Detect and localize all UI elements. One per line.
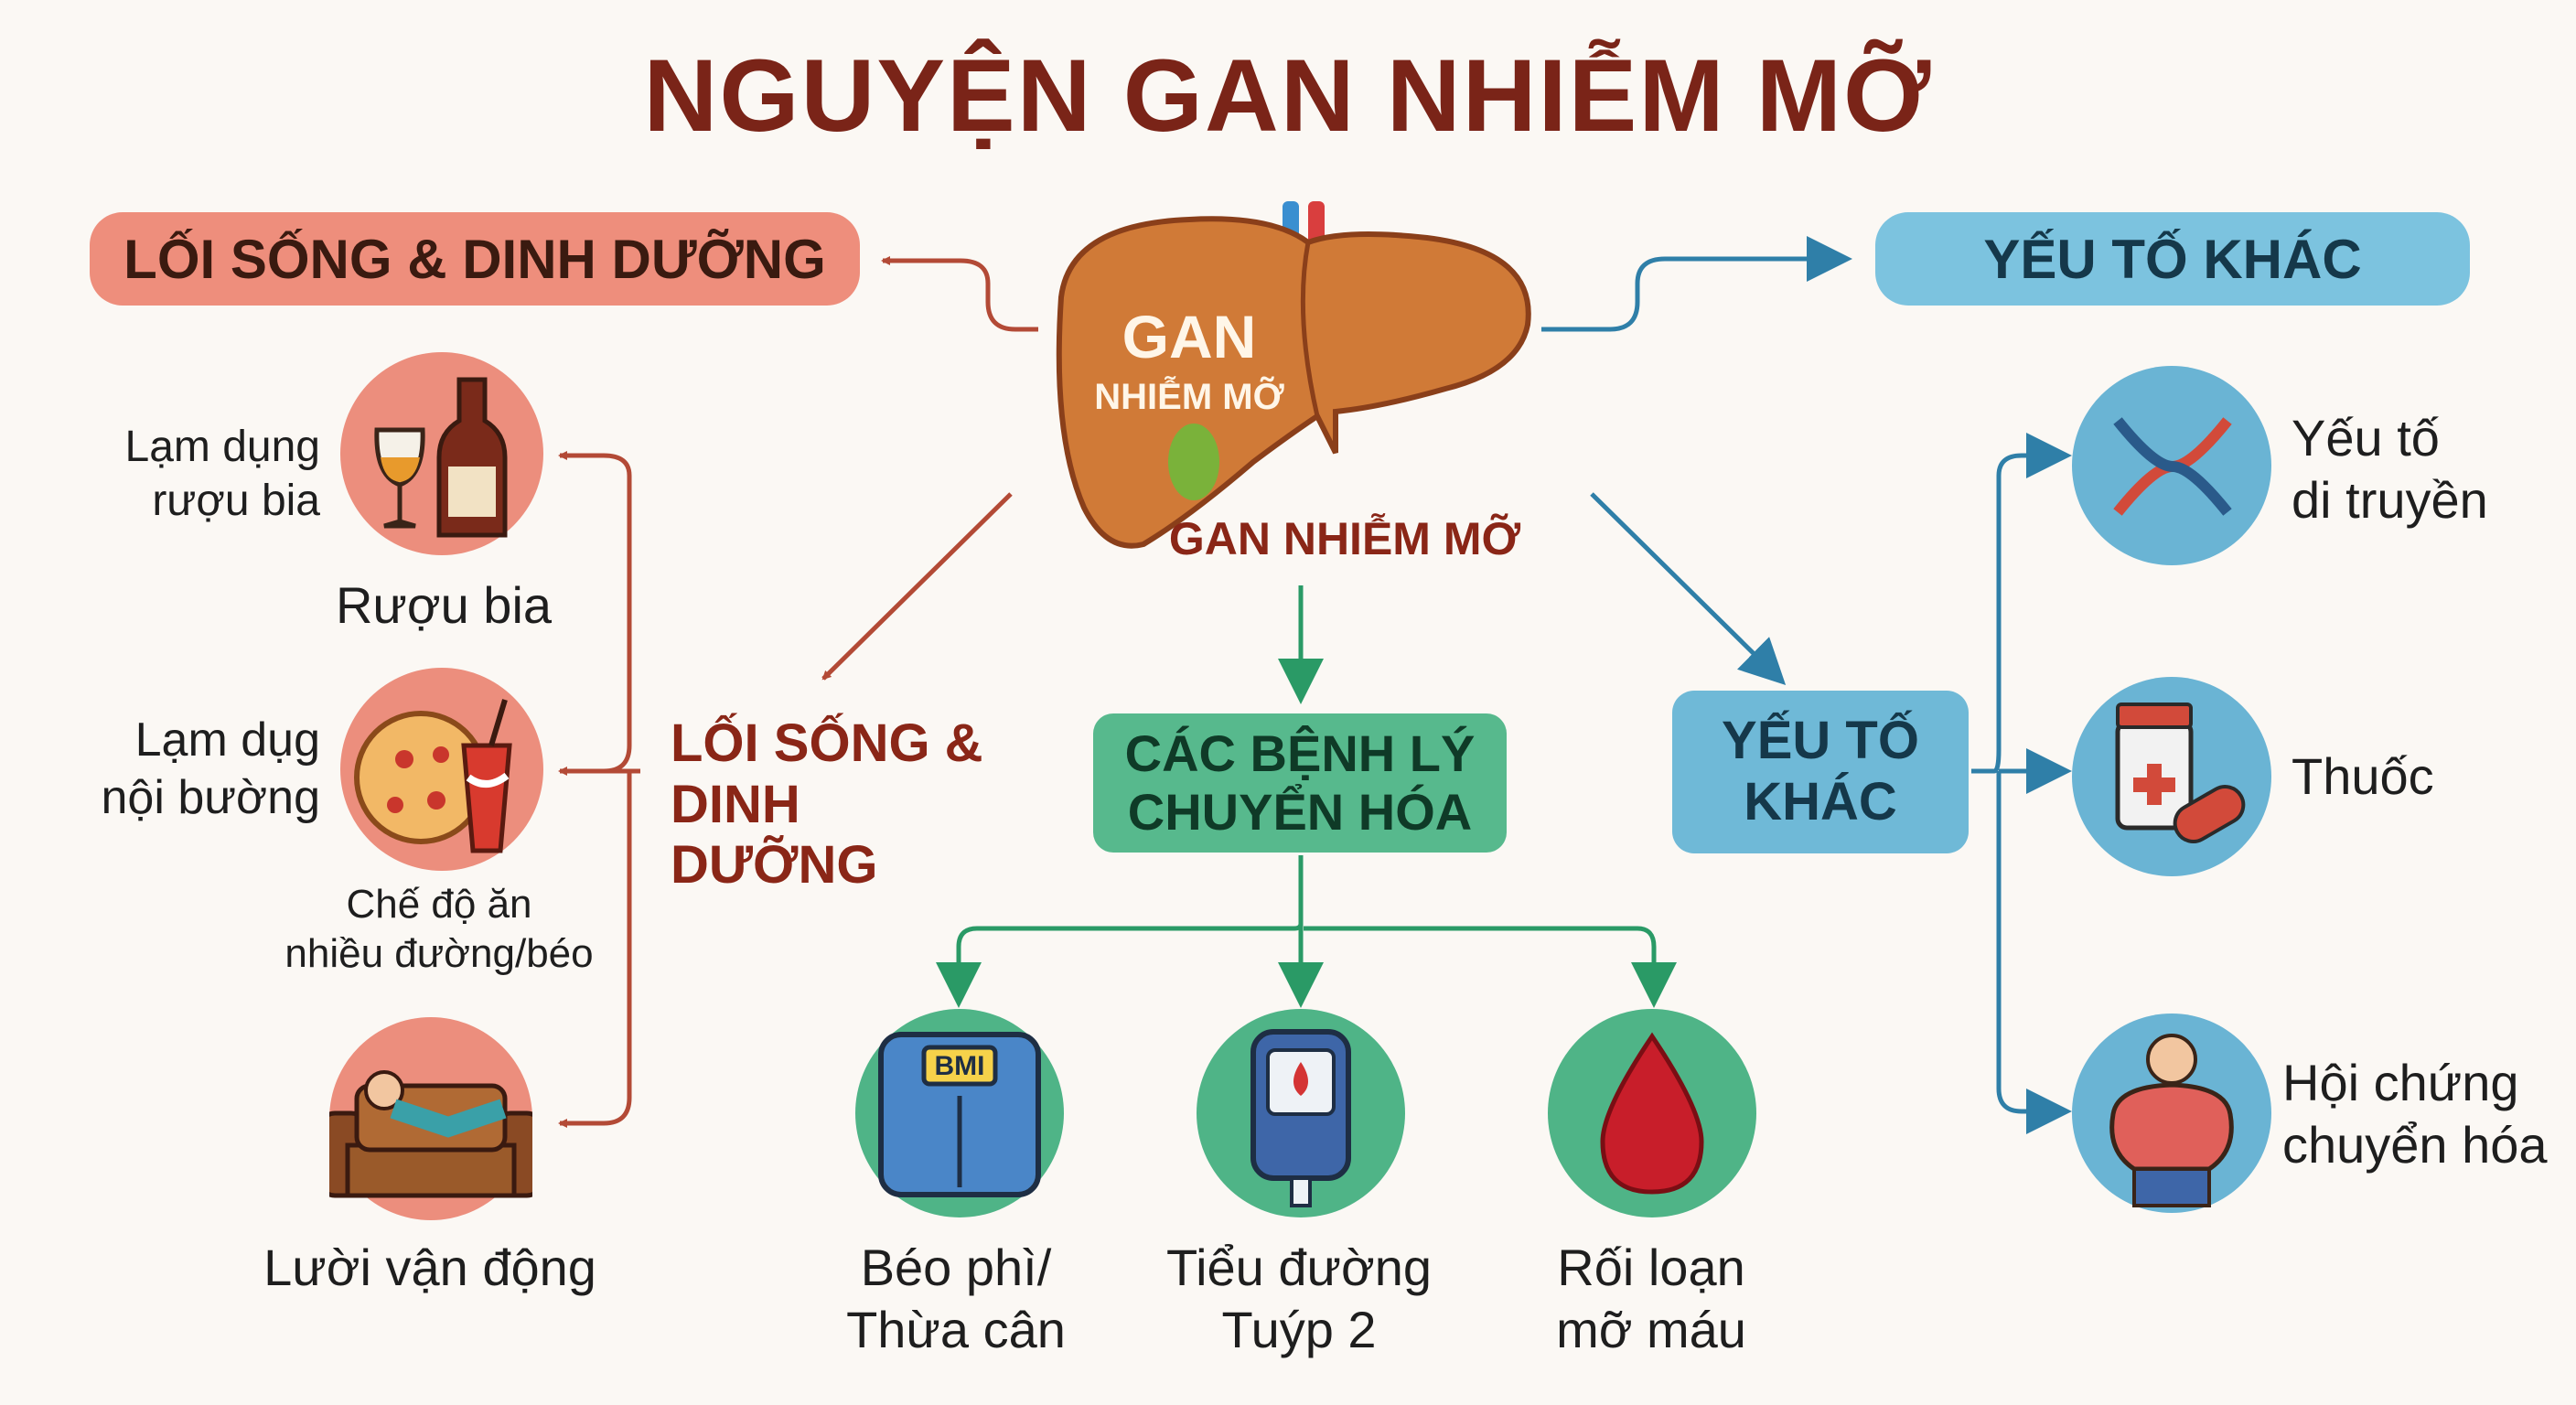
liver-caption: GAN NHIỄM MỠ [1168, 513, 1521, 564]
lifestyle-mid-label-line2: DINH DƯỠNG [671, 774, 878, 896]
couch-circle [317, 1017, 544, 1220]
other-bracket [1971, 433, 2072, 774]
other-mid-box: YẾU TỐ KHÁC [1672, 691, 1969, 853]
blood-drop-circle [1548, 1009, 1756, 1217]
glucometer-icon [1250, 1029, 1351, 1207]
liver-icon [1056, 201, 1531, 549]
liver-label-main: GAN [1122, 303, 1257, 370]
dyslipidemia-line1: Rối loạn [1557, 1239, 1745, 1296]
lifestyle-mid-label-line1: LỐI SỐNG & [671, 713, 983, 773]
syndrome-line1: Hội chứng [2282, 1054, 2519, 1111]
inactivity-caption: Lười vận động [263, 1239, 596, 1296]
glucometer-circle [1197, 1009, 1405, 1217]
metabolic-header-line2: CHUYỂN HÓA [1127, 783, 1473, 841]
arrow-liver-to-lifestyle-mid [821, 492, 1013, 681]
other-mid-line1: YẾU TỐ [1722, 711, 1919, 771]
medicine-icon [2115, 702, 2246, 843]
medicine-label: Thuốc [2292, 747, 2434, 805]
food-caption-line1: Chế độ ăn [346, 882, 532, 927]
arrow-liver-to-other-mid [1590, 492, 1787, 686]
metabolic-syndrome-icon [2109, 1034, 2234, 1207]
lifestyle-bracket [558, 451, 640, 774]
food-side-line1: Lạm dụg [134, 713, 320, 767]
metabolic-header-line1: CÁC BỆNH LÝ [1124, 724, 1476, 782]
genetic-line1: Yếu tố [2292, 409, 2440, 467]
other-header: YẾU TỐ KHÁC [1875, 212, 2470, 306]
food-caption-line2: nhiều đường/béo [284, 930, 594, 976]
obesity-line2: Thừa cân [846, 1301, 1066, 1359]
alcohol-side-line1: Lạm dụng [124, 423, 321, 471]
bmi-text: BMI [935, 1051, 985, 1081]
syndrome-circle [2072, 1014, 2271, 1213]
pizza-soda-icon [354, 699, 512, 853]
obesity-line1: Béo phì/ [860, 1239, 1052, 1296]
dna-circle [2072, 366, 2271, 565]
food-circle [340, 668, 543, 871]
genetic-line2: di truyền [2292, 471, 2488, 530]
other-mid-line2: KHÁC [1744, 772, 1897, 831]
lifestyle-header: LỐI SỐNG & DINH DƯỠNG [90, 212, 860, 306]
dyslipidemia-line2: mỡ máu [1556, 1301, 1746, 1359]
syndrome-line2: chuyển hóa [2282, 1116, 2548, 1174]
liver-label-sub: NHIỄM MỠ [1094, 377, 1284, 417]
metabolic-branch [936, 855, 1304, 1008]
metabolic-header: CÁC BỆNH LÝ CHUYỂN HÓA [1093, 713, 1507, 853]
diabetes-line2: Tuýp 2 [1221, 1301, 1377, 1359]
wine-circle [340, 352, 543, 555]
dna-icon [2113, 417, 2232, 516]
alcohol-caption: Rượu bia [335, 576, 553, 634]
arrow-liver-to-other-header [1541, 236, 1852, 332]
arrow-liver-to-lifestyle-header [881, 256, 1038, 332]
couch-potato-icon [317, 1070, 544, 1198]
medicine-circle [2072, 677, 2271, 876]
alcohol-side-line2: rượu bia [152, 476, 320, 525]
bmi-scale-icon: BMI [878, 1032, 1041, 1197]
page-title: NGUYỆN GAN NHIỄM MỠ [643, 38, 1933, 153]
food-side-line2: nội bường [101, 771, 320, 825]
diabetes-line1: Tiểu đường [1165, 1239, 1433, 1296]
bmi-circle: BMI [855, 1009, 1064, 1217]
wine-bottle-icon [374, 377, 508, 538]
blood-drop-icon [1600, 1032, 1704, 1195]
